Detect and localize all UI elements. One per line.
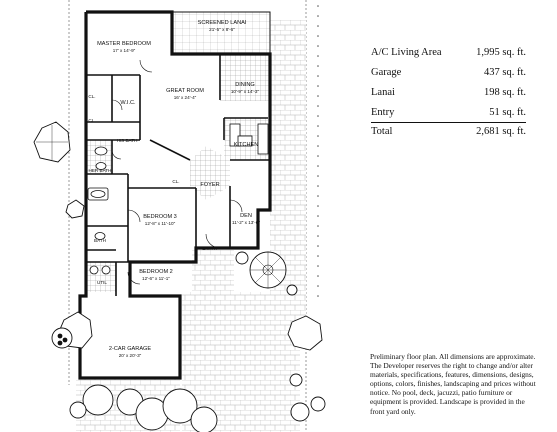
laundry-tile [86,262,116,292]
lanai-dims: 21'-5" x 8'-6" [209,27,235,32]
bedroom3-dims: 12'-8" x 11'-10" [145,221,176,226]
master-bedroom-dims: 17' x 14'-9" [113,48,136,53]
area-label: Lanai [371,87,395,98]
area-label: A/C Living Area [371,47,442,58]
foyer-tile [190,146,230,200]
area-value: 198 sq. ft. [484,87,526,98]
area-value: 51 sq. ft. [489,107,526,118]
area-row: A/C Living Area 1,995 sq. ft. [371,44,526,64]
closet-label-3: CL. [172,179,179,184]
area-total-label: Total [371,122,462,143]
screened-lanai-floor [171,11,271,55]
floor-plan-drawing: SCREENED LANAI 21'-5" x 8'-6" MASTER BED… [33,0,326,432]
disclaimer-text: Preliminary floor plan. All dimensions a… [370,352,536,416]
den-name: DEN [240,213,252,219]
den-dims: 11'-2" x 13'-6" [232,220,260,225]
car-symbol [57,333,68,346]
closet-label-1: CL. [88,94,95,99]
area-value: 1,995 sq. ft. [476,47,526,58]
util-name: UTIL [97,280,107,285]
interior-walls [86,54,270,296]
area-label: Garage [371,67,402,78]
entry-name: ENTRY [202,246,218,251]
master-bedroom-name: MASTER BEDROOM [97,41,151,47]
hedge-dots [317,5,319,297]
wic-name: W.I.C. [120,100,136,106]
area-row: Garage 437 sq. ft. [371,64,526,84]
great-room-name: GREAT ROOM [166,88,204,94]
bedroom2-name: BEDROOM 2 [139,269,173,275]
area-total-value: 2,681 sq. ft. [461,122,526,143]
her-bath-name: HER BATH [89,168,112,173]
bedroom3-name: BEDROOM 3 [143,214,177,220]
door-swings [111,59,243,285]
bath-name: BATH [94,238,106,243]
foyer-name: FOYER [200,182,219,188]
garage-name: 2-CAR GARAGE [109,346,152,352]
lanai-name: SCREENED LANAI [198,20,247,26]
dining-tile [220,55,270,101]
area-label: Entry [371,107,395,118]
dining-name: DINING [235,82,255,88]
area-total-row: Total 2,681 sq. ft. [371,122,526,143]
area-value: 437 sq. ft. [484,67,526,78]
fixtures [87,123,269,275]
kitchen-name: KITCHEN [234,142,259,148]
area-row: Lanai 198 sq. ft. [371,84,526,104]
closet-label-2: CL. [88,118,95,123]
great-room-dims: 16' x 24'-4" [174,95,197,100]
area-summary-table: A/C Living Area 1,995 sq. ft. Garage 437… [371,44,526,143]
bedroom2-dims: 12'-6" x 11'-1" [142,276,170,281]
his-bath-name: HIS BATH [117,138,138,143]
area-row: Entry 51 sq. ft. [371,104,526,123]
exterior-walls [78,10,272,380]
dining-dims: 10'-9" x 14'-3" [231,89,260,94]
garage-dims: 20' x 20'-3" [119,353,142,358]
